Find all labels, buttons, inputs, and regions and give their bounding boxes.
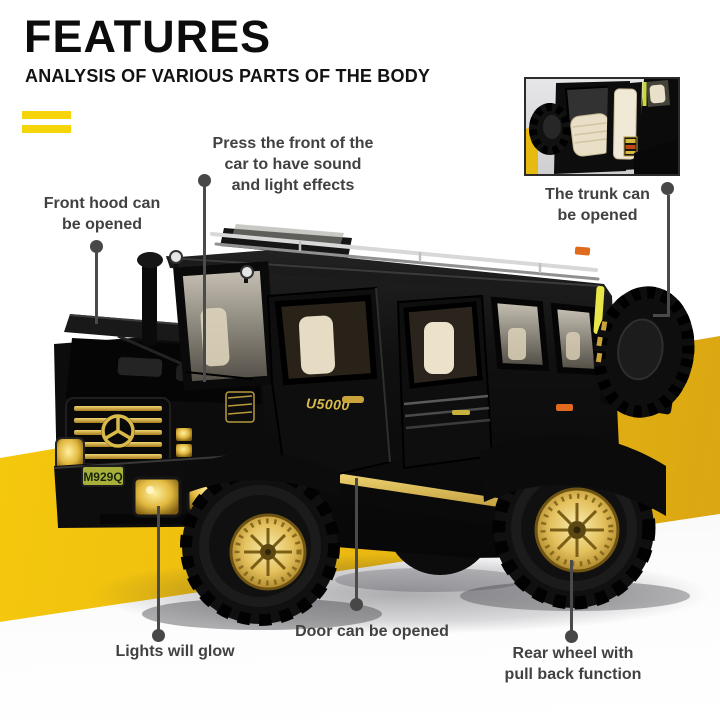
connector-line-rear-wheel — [570, 560, 573, 632]
callout-press-front: Press the front of the car to have sound… — [212, 135, 374, 194]
yellow-accent-bar — [22, 125, 71, 133]
connector-dot-door — [350, 598, 363, 611]
roof-rack — [210, 224, 600, 281]
turn-signal — [176, 428, 192, 441]
yellow-accent-bar — [22, 111, 71, 119]
trunk-open-photo — [526, 79, 678, 174]
callout-rear-wheel: Rear wheel with pull back function — [504, 645, 642, 683]
orange-marker-light — [556, 404, 573, 411]
headrest — [649, 84, 666, 104]
spare-tire-small — [529, 103, 571, 155]
rear-fender-flare — [480, 434, 666, 516]
connector-dot-press-front — [198, 174, 211, 187]
spare-tire — [593, 286, 695, 418]
turn-signal — [176, 444, 192, 457]
front-fender-flare — [184, 452, 340, 498]
license-plate: M929Q — [81, 465, 125, 487]
front-wheel — [180, 466, 340, 626]
windshield — [173, 261, 277, 391]
trunk-photo-inset — [524, 77, 680, 176]
gold-fender-vent — [225, 391, 255, 423]
connector-line-door — [355, 478, 358, 600]
door-handle — [452, 410, 470, 415]
star-emblem — [101, 414, 135, 448]
door-badge-text: U5000 — [306, 395, 351, 413]
connector-dot-trunk — [661, 182, 674, 195]
connector-line-trunk-vertical — [667, 195, 670, 317]
connector-dot-front-hood — [90, 240, 103, 253]
wind-deflector — [232, 224, 344, 246]
taillight-sticker — [623, 136, 638, 157]
snorkel — [137, 252, 163, 346]
page-subtitle: ANALYSIS OF VARIOUS PARTS OF THE BODY — [25, 66, 431, 86]
trunk-seat — [570, 113, 612, 157]
gold-rim — [534, 487, 620, 573]
door-handle — [342, 396, 364, 403]
connector-line-press-front — [203, 186, 206, 382]
connector-dot-rear-wheel — [565, 630, 578, 643]
callout-lights: Lights will glow — [115, 643, 235, 660]
callout-trunk: The trunk can be opened — [545, 186, 650, 224]
front-grille — [65, 397, 171, 465]
callout-door: Door can be opened — [295, 623, 449, 640]
roof-panel — [166, 256, 604, 296]
connector-line-trunk-horizontal — [653, 314, 670, 317]
page-title: FEATURES — [24, 11, 272, 62]
callout-front-hood: Front hood can be opened — [43, 195, 161, 233]
gold-rim — [229, 513, 307, 591]
orange-marker-light — [574, 246, 591, 256]
connector-line-front-hood — [95, 252, 98, 324]
roof-spotlights — [169, 250, 254, 283]
connector-line-lights — [157, 506, 160, 632]
connector-dot-lights — [152, 629, 165, 642]
rear-door-open — [396, 294, 494, 470]
license-plate-text: M929Q — [83, 470, 122, 484]
